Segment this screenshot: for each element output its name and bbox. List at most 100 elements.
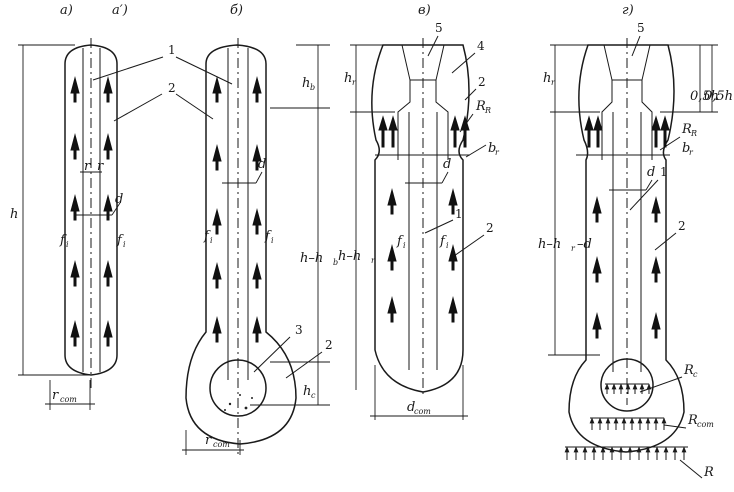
svg-text:b: b (310, 83, 315, 92)
label-rcom-b: r (205, 433, 212, 448)
label-br-g: b (682, 141, 690, 156)
panel-label-g: г) (622, 3, 634, 18)
label-R: R (703, 465, 714, 480)
label-br-v: b (488, 141, 496, 156)
arrow (387, 244, 397, 271)
leader-2-b (175, 93, 214, 120)
label-r1-a: r (84, 159, 91, 174)
friction-arrows-g (584, 115, 670, 339)
com-reaction-arrows-g (589, 417, 667, 430)
label-num-5-g: 5 (637, 21, 645, 35)
leader-2-a (113, 93, 163, 122)
arrow (448, 296, 458, 323)
svg-text:r: r (571, 244, 576, 253)
arrow (252, 316, 262, 343)
panel-g: h r h–h r –d 0,5h 0,5h d R R b r 5 2 1 R… (538, 3, 733, 480)
label-dcom: d (407, 400, 415, 415)
arrow (103, 194, 113, 221)
panel-label-b: б) (230, 3, 243, 18)
svg-text:r: r (352, 78, 357, 87)
arrow (252, 208, 262, 235)
label-Rc: R (683, 363, 694, 378)
arrow (388, 115, 398, 148)
pile-a-outline (64, 44, 118, 376)
label-hc: h (303, 384, 311, 399)
svg-text:c: c (311, 391, 316, 400)
svg-text:i: i (403, 241, 406, 250)
label-Rcom: R (687, 413, 698, 428)
svg-text:com: com (60, 395, 77, 404)
svg-text:com: com (697, 420, 714, 429)
arrow (103, 320, 113, 347)
svg-text:r: r (689, 148, 694, 157)
arrow (212, 144, 222, 171)
arrow (593, 115, 603, 148)
label-d-v: d (443, 157, 451, 172)
arrow (252, 262, 262, 289)
leader-1-a (92, 56, 164, 81)
arrow (70, 194, 80, 221)
label-num-3: 3 (295, 323, 303, 337)
arrow (387, 188, 397, 215)
svg-text:i: i (66, 240, 69, 249)
label-fi-right-v: f (439, 234, 447, 249)
label-num-1-top: 1 (168, 43, 176, 57)
friction-arrows-v (378, 115, 470, 323)
arrow (651, 196, 661, 223)
arrow (651, 312, 661, 339)
label-fi-left-v: f (396, 234, 404, 249)
arrow (460, 115, 470, 148)
svg-text:b: b (333, 258, 338, 267)
label-RR-v: R (475, 99, 486, 114)
arrow (660, 115, 670, 148)
label-h-minus-hb: h–h (300, 251, 323, 266)
svg-text:r: r (551, 78, 556, 87)
arrow (70, 320, 80, 347)
svg-text:c: c (693, 370, 698, 379)
panel-label-v: в) (418, 3, 431, 18)
panel-v: h r h–h r d com d R R b r 5 4 2 1 2 f i … (338, 3, 500, 420)
arrow (103, 76, 113, 103)
svg-text:i: i (446, 241, 449, 250)
arrow (212, 76, 222, 103)
arrow (448, 188, 458, 215)
label-hr-v: h (344, 71, 352, 86)
label-fi-right-a: f (116, 233, 124, 248)
svg-text:i: i (210, 236, 213, 245)
label-d-g: d (647, 165, 655, 180)
label-num-2-top: 2 (168, 81, 176, 95)
arrow (212, 316, 222, 343)
label-num-2-g: 2 (678, 219, 686, 233)
label-num-2-v2: 2 (486, 221, 494, 235)
arrow (252, 144, 262, 171)
label-h-minus-hr-v: h–h (338, 249, 361, 264)
arrow (252, 76, 262, 103)
label-hb: h (302, 76, 310, 91)
arrow (70, 76, 80, 103)
svg-text:i: i (123, 240, 126, 249)
arrow (592, 196, 602, 223)
panel-b: h b h–h b h c d r com 3 2 f i f i (182, 3, 338, 455)
label-fi-left-a: f (59, 233, 67, 248)
panel-a: h r com d r r f i f i (10, 3, 164, 410)
label-d-b: d (258, 157, 266, 172)
label-fi-left-b: f (203, 229, 211, 244)
arrow (592, 256, 602, 283)
arrow (70, 133, 80, 160)
arrow (448, 244, 458, 271)
arrow (103, 133, 113, 160)
label-num-2-b: 2 (325, 338, 333, 352)
label-num-1-v: 1 (455, 207, 463, 221)
pile-b-outline (185, 44, 297, 445)
svg-text:R: R (690, 129, 697, 138)
panel-label-a-prime: а′) (112, 3, 128, 18)
svg-text:R: R (484, 106, 491, 115)
arrow (103, 260, 113, 287)
svg-text:com: com (414, 407, 431, 416)
arrow (584, 115, 594, 148)
friction-arrows-b (212, 76, 262, 343)
label-fi-right-b: f (264, 229, 272, 244)
label-num-4: 4 (477, 39, 485, 53)
svg-text:r: r (495, 148, 500, 157)
arrow (651, 256, 661, 283)
